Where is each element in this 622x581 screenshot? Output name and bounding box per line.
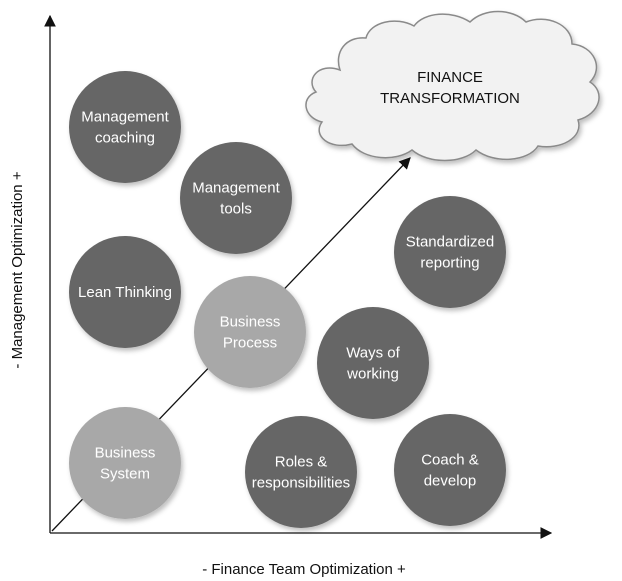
- circle-label-coach-develop-line-1: Coach &: [421, 452, 479, 469]
- circle-shape-business-process: [194, 276, 306, 388]
- circle-lean-thinking: Lean Thinking: [69, 236, 181, 348]
- y-axis-label: - Management Optimization +: [9, 171, 26, 368]
- circle-shape-business-system: [69, 407, 181, 519]
- circle-label-standardized-reporting-line-1: Standardized: [406, 234, 494, 251]
- circle-coach-develop: Coach & develop: [394, 414, 506, 526]
- circle-standardized-reporting: Standardized reporting: [394, 196, 506, 308]
- circle-shape-standardized-reporting: [394, 196, 506, 308]
- circle-management-tools: Management tools: [180, 142, 292, 254]
- circle-label-management-tools-line-2: tools: [220, 201, 252, 218]
- circle-label-business-process-line-2: Process: [223, 335, 277, 352]
- cloud-title-line-1: FINANCE: [417, 69, 483, 86]
- circle-label-management-tools-line-1: Management: [192, 180, 280, 197]
- finance-transformation-cloud: FINANCE TRANSFORMATION: [305, 10, 600, 162]
- circle-label-roles-responsibilities-line-1: Roles &: [275, 454, 328, 471]
- circle-label-lean-thinking-line-1: Lean Thinking: [78, 284, 172, 301]
- circle-label-business-system-line-2: System: [100, 466, 150, 483]
- circle-label-management-coaching-line-1: Management: [81, 109, 169, 126]
- circle-label-management-coaching-line-2: coaching: [95, 130, 155, 147]
- cloud-title-line-2: TRANSFORMATION: [380, 90, 520, 107]
- circle-label-ways-of-working-line-1: Ways of: [346, 345, 400, 362]
- axes: [44, 14, 553, 539]
- circle-shape-lean-thinking: [69, 236, 181, 348]
- circle-shape-roles-responsibilities: [245, 416, 357, 528]
- circle-label-roles-responsibilities-line-2: responsibilities: [252, 475, 350, 492]
- x-axis-label: - Finance Team Optimization +: [202, 561, 406, 578]
- circle-shape-management-coaching: [69, 71, 181, 183]
- circle-shape-management-tools: [180, 142, 292, 254]
- circle-label-business-system-line-1: Business: [95, 445, 156, 462]
- circle-management-coaching: Management coaching: [69, 71, 181, 183]
- circle-label-coach-develop-line-2: develop: [424, 473, 477, 490]
- circle-ways-of-working: Ways of working: [317, 307, 429, 419]
- circle-shape-ways-of-working: [317, 307, 429, 419]
- circle-label-standardized-reporting-line-2: reporting: [420, 255, 479, 272]
- cloud-shape: [305, 10, 600, 162]
- circle-label-ways-of-working-line-2: working: [346, 366, 399, 383]
- circle-label-business-process-line-1: Business: [220, 314, 281, 331]
- circle-shape-coach-develop: [394, 414, 506, 526]
- circle-roles-responsibilities: Roles & responsibilities: [245, 416, 357, 528]
